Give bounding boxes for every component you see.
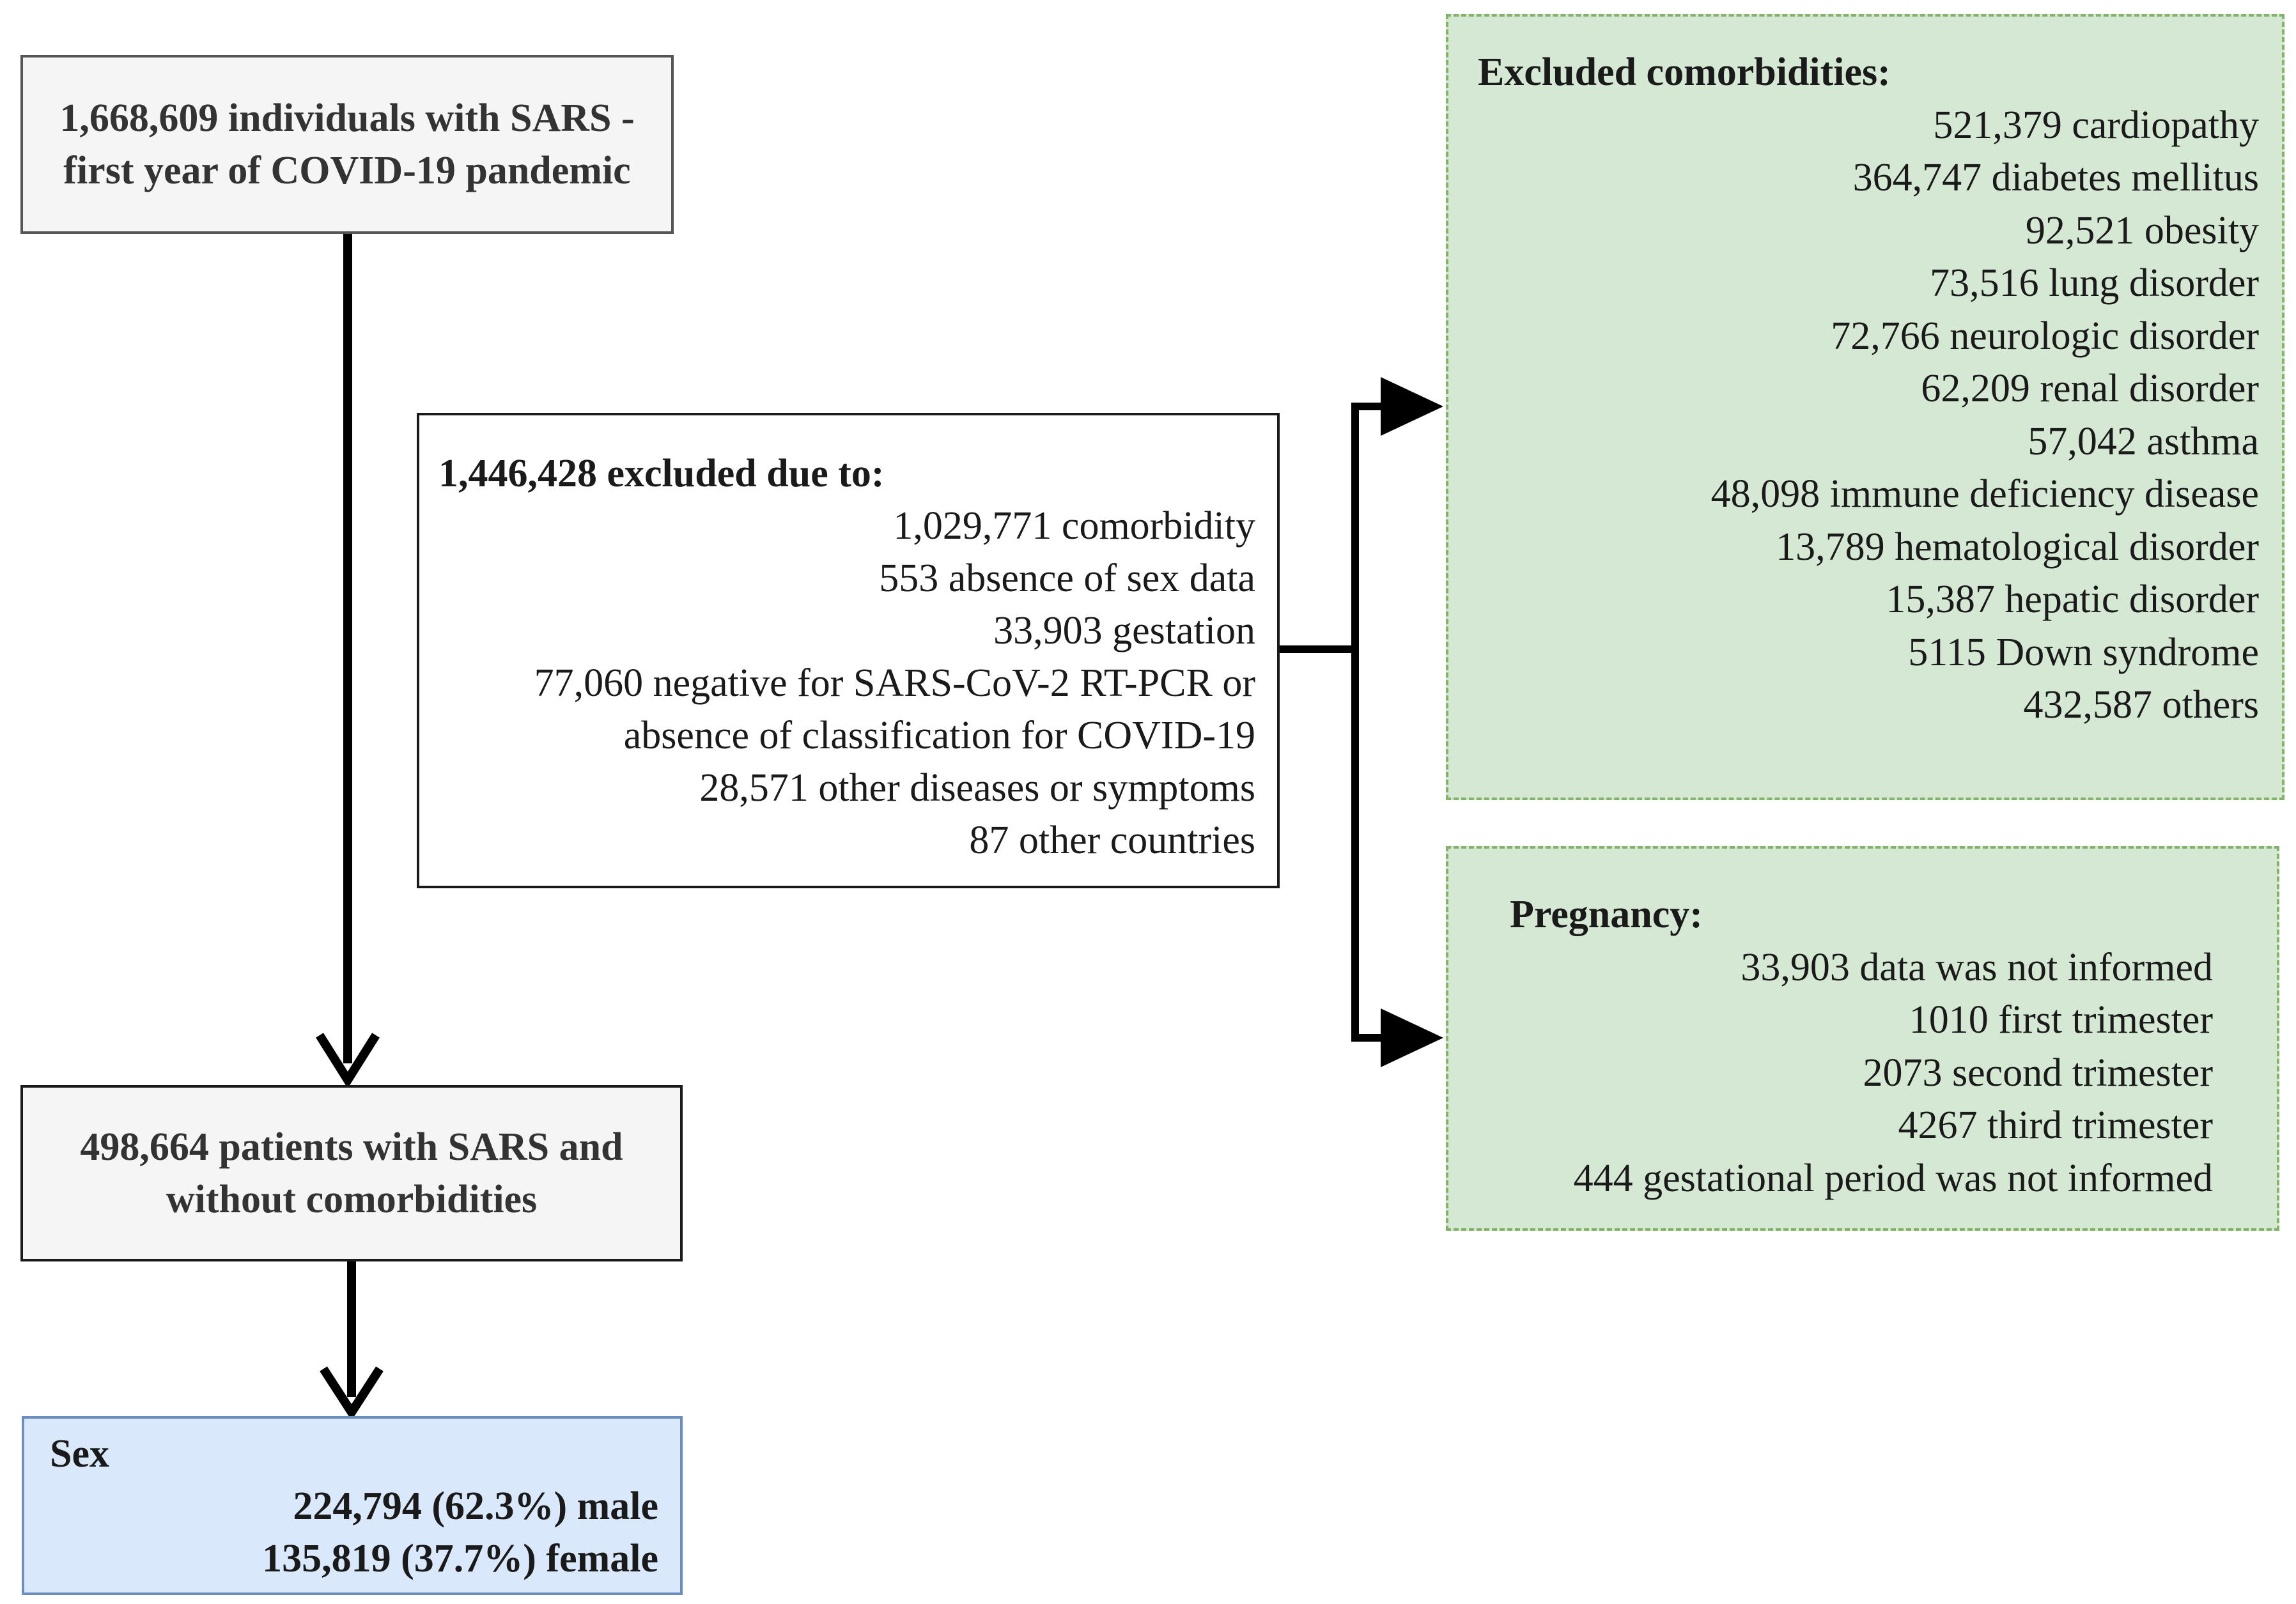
sex-line-male: 224,794 (62.3%) male xyxy=(293,1484,658,1528)
pregnancy-line: 4267 third trimester xyxy=(1898,1104,2213,1147)
pregnancy-line: 1010 first trimester xyxy=(1909,998,2213,1042)
excluded-line: 87 other countries xyxy=(969,819,1255,862)
excluded-title: 1,446,428 excluded due to: xyxy=(438,452,885,495)
total-individuals-text: 1,668,609 individuals with SARS - first … xyxy=(59,96,635,192)
pregnancy-line: 444 gestational period was not informed xyxy=(1573,1156,2213,1200)
comorbidity-line: 73,516 lung disorder xyxy=(1930,261,2259,305)
excluded-line: 77,060 negative for SARS-CoV-2 RT-PCR or xyxy=(534,661,1255,705)
comorbidity-line: 15,387 hepatic disorder xyxy=(1886,578,2259,621)
excluded-box: 1,446,428 excluded due to: 1,029,771 com… xyxy=(417,413,1280,888)
comorbidities-box: Excluded comorbidities: 521,379 cardiopa… xyxy=(1446,14,2284,800)
excluded-line: 553 absence of sex data xyxy=(879,557,1255,600)
pregnancy-line: 33,903 data was not informed xyxy=(1741,945,2213,989)
comorbidity-line: 72,766 neurologic disorder xyxy=(1831,314,2259,358)
pregnancy-box: Pregnancy: 33,903 data was not informed … xyxy=(1446,846,2279,1231)
excluded-line: 33,903 gestation xyxy=(993,609,1255,652)
total-individuals-box: 1,668,609 individuals with SARS - first … xyxy=(20,55,674,234)
comorbidity-line: 92,521 obesity xyxy=(2025,208,2259,252)
sex-box: Sex 224,794 (62.3%) male 135,819 (37.7%)… xyxy=(22,1416,683,1595)
comorbidity-line: 5115 Down syndrome xyxy=(1908,630,2259,674)
comorbidity-line: 364,747 diabetes mellitus xyxy=(1852,156,2259,199)
excluded-line: 1,029,771 comorbidity xyxy=(893,504,1255,548)
arrowhead-top-to-middle xyxy=(316,1033,380,1089)
comorbidity-line: 13,789 hematological disorder xyxy=(1776,525,2259,569)
sex-line-female: 135,819 (37.7%) female xyxy=(262,1537,658,1580)
sex-title: Sex xyxy=(50,1432,109,1476)
pregnancy-title: Pregnancy: xyxy=(1510,893,1703,936)
patients-without-comorbidities-text: 498,664 patients with SARS and without c… xyxy=(80,1125,623,1221)
comorbidities-title: Excluded comorbidities: xyxy=(1478,50,1891,94)
comorbidity-line: 521,379 cardiopathy xyxy=(1933,103,2259,147)
comorbidity-line: 57,042 asthma xyxy=(2028,419,2259,463)
patients-without-comorbidities-box: 498,664 patients with SARS and without c… xyxy=(20,1085,683,1261)
comorbidity-line: 48,098 immune deficiency disease xyxy=(1710,472,2259,516)
arrowhead-to-pregnancy xyxy=(1381,1008,1443,1067)
arrowhead-middle-to-sex xyxy=(320,1366,384,1421)
comorbidity-line: 62,209 renal disorder xyxy=(1921,367,2259,410)
excluded-line: absence of classification for COVID-19 xyxy=(623,714,1255,757)
arrowhead-to-comorbidities xyxy=(1381,377,1443,436)
comorbidity-line: 432,587 others xyxy=(2023,683,2259,727)
excluded-line: 28,571 other diseases or symptoms xyxy=(699,766,1255,810)
pregnancy-line: 2073 second trimester xyxy=(1863,1051,2213,1095)
